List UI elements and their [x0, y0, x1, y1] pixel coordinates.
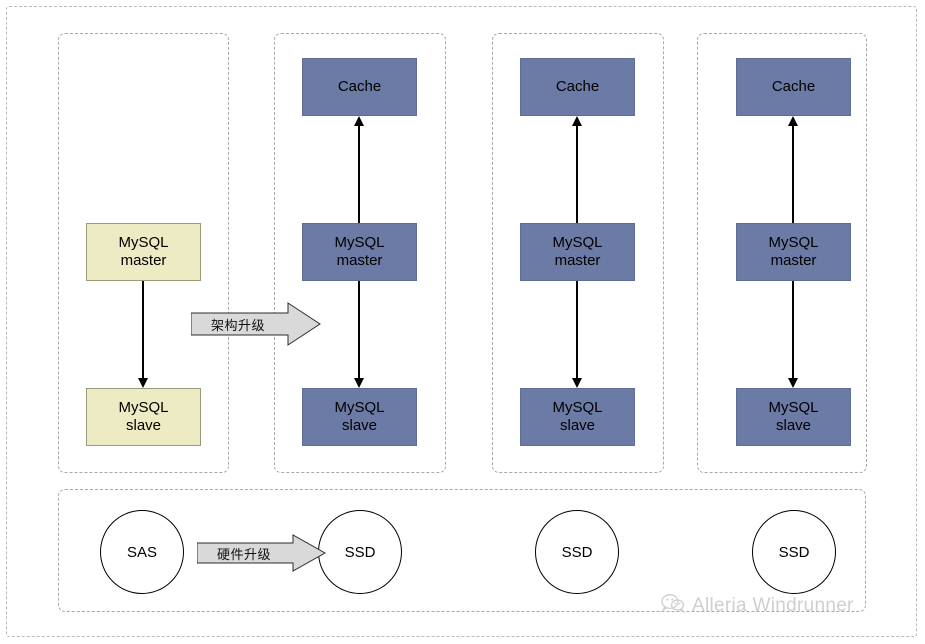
node-label-line1: MySQL	[118, 399, 169, 416]
node-label-line1: MySQL	[552, 234, 603, 251]
connector-c2-master-to-slave	[358, 281, 360, 381]
column-frame-2	[274, 33, 446, 473]
node-mysql-master-c3[interactable]: MySQL master	[520, 223, 635, 281]
connector-c4-master-to-slave	[792, 281, 794, 381]
node-label-line2: slave	[341, 417, 378, 434]
architecture-upgrade-label: 架构升级	[211, 317, 266, 333]
node-label-line2: slave	[125, 417, 162, 434]
node-cache-c3[interactable]: Cache	[520, 58, 635, 116]
node-mysql-slave-c2[interactable]: MySQL slave	[302, 388, 417, 446]
arrowhead-c1-master-to-slave	[138, 378, 148, 388]
storage-ssd-1[interactable]: SSD	[318, 510, 402, 594]
column-frame-4	[697, 33, 867, 473]
node-mysql-master-c1[interactable]: MySQL master	[86, 223, 201, 281]
outer-dashed-frame	[6, 6, 917, 637]
arrowhead-c3-master-to-slave	[572, 378, 582, 388]
node-label-line1: MySQL	[768, 399, 819, 416]
connector-c2-master-to-cache	[358, 125, 360, 223]
connector-c3-master-to-cache	[576, 125, 578, 223]
column-frame-1	[58, 33, 229, 473]
hardware-upgrade-label: 硬件升级	[217, 546, 272, 562]
connector-c4-master-to-cache	[792, 125, 794, 223]
node-label-line2: master	[554, 252, 601, 269]
storage-frame	[58, 489, 866, 612]
hardware-upgrade-arrow: 硬件升级	[197, 534, 327, 572]
node-label: Cache	[337, 78, 382, 95]
storage-label: SSD	[344, 543, 376, 561]
node-cache-c4[interactable]: Cache	[736, 58, 851, 116]
node-mysql-master-c2[interactable]: MySQL master	[302, 223, 417, 281]
arrowhead-c3-master-to-cache	[572, 116, 582, 126]
arrowhead-c4-master-to-cache	[788, 116, 798, 126]
node-label-line2: master	[770, 252, 817, 269]
arrowhead-c2-master-to-slave	[354, 378, 364, 388]
storage-label: SSD	[561, 543, 593, 561]
node-label-line1: MySQL	[768, 234, 819, 251]
node-label-line1: MySQL	[334, 234, 385, 251]
node-label-line2: slave	[775, 417, 812, 434]
node-cache-c2[interactable]: Cache	[302, 58, 417, 116]
node-label-line2: master	[336, 252, 383, 269]
storage-ssd-3[interactable]: SSD	[752, 510, 836, 594]
node-mysql-master-c4[interactable]: MySQL master	[736, 223, 851, 281]
node-mysql-slave-c3[interactable]: MySQL slave	[520, 388, 635, 446]
node-label-line1: MySQL	[118, 234, 169, 251]
storage-label: SAS	[126, 543, 157, 561]
storage-ssd-2[interactable]: SSD	[535, 510, 619, 594]
connector-c3-master-to-slave	[576, 281, 578, 381]
storage-sas[interactable]: SAS	[100, 510, 184, 594]
watermark-text: Alleria Windrunner	[692, 594, 854, 616]
architecture-upgrade-arrow: 架构升级	[191, 302, 321, 346]
node-label-line1: MySQL	[334, 399, 385, 416]
storage-label: SSD	[778, 543, 810, 561]
wechat-icon	[661, 592, 686, 619]
arrowhead-c2-master-to-cache	[354, 116, 364, 126]
column-frame-3	[492, 33, 664, 473]
node-mysql-slave-c4[interactable]: MySQL slave	[736, 388, 851, 446]
node-label-line2: slave	[559, 417, 596, 434]
node-label: Cache	[771, 78, 816, 95]
watermark: Alleria Windrunner	[661, 592, 854, 619]
connector-c1-master-to-slave	[142, 281, 144, 381]
node-mysql-slave-c1[interactable]: MySQL slave	[86, 388, 201, 446]
node-label: Cache	[555, 78, 600, 95]
node-label-line2: master	[120, 252, 167, 269]
node-label-line1: MySQL	[552, 399, 603, 416]
arrowhead-c4-master-to-slave	[788, 378, 798, 388]
